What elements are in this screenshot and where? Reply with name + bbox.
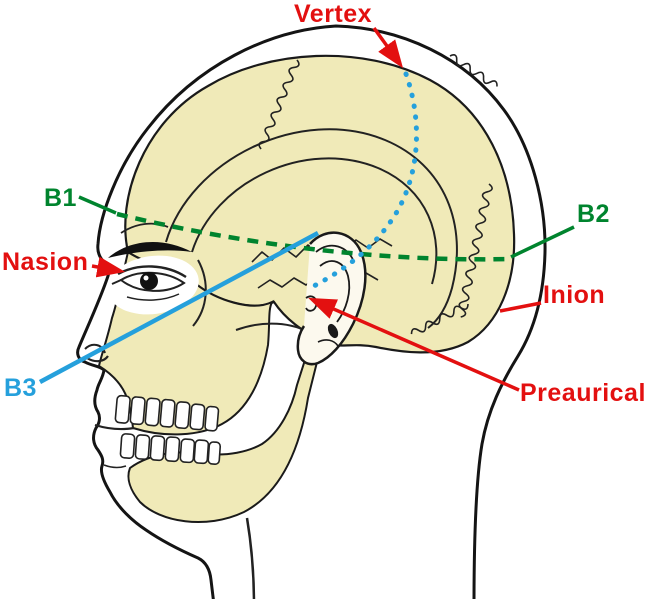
tooth (179, 438, 196, 464)
lower-teeth (119, 433, 222, 465)
occipitomastoid-suture (410, 303, 469, 335)
nostril-wing (84, 343, 106, 354)
lower-eyelid-crease (126, 293, 180, 301)
upper-teeth (114, 394, 220, 432)
tooth (129, 396, 146, 426)
eyebrow (108, 241, 192, 258)
tooth (174, 401, 191, 430)
temporal-line-outer (165, 128, 458, 329)
earlobe-crease (317, 339, 339, 347)
nasion-arrow-line (91, 256, 126, 278)
lambdoid-suture (458, 183, 493, 318)
landmark-lines (38, 26, 575, 392)
b1-leader-line (78, 195, 117, 215)
label-vertex: Vertex (294, 0, 373, 28)
tooth (159, 398, 176, 428)
tooth (149, 435, 166, 462)
vertex-arrow-line (372, 26, 404, 69)
tooth (144, 397, 161, 427)
b2-leader-line (510, 225, 575, 259)
ear-canal (327, 323, 339, 339)
preaurical-leader-line (308, 297, 520, 392)
helix-inner (315, 244, 355, 263)
nostril-slit (86, 355, 109, 363)
b1-b2-dashed-line (116, 211, 509, 262)
tooth (164, 436, 181, 463)
tooth (189, 403, 206, 431)
tooth (119, 433, 136, 459)
iris-highlight (143, 275, 149, 281)
tooth (134, 434, 151, 461)
tooth (207, 441, 222, 465)
tooth (114, 394, 131, 424)
b3-line (38, 231, 320, 384)
chin-crease (103, 464, 127, 469)
vertex-preauricular-dotted-line (305, 71, 419, 292)
eye-corner (111, 279, 122, 285)
tooth (204, 405, 220, 432)
label-b1: B1 (44, 184, 77, 212)
iris (140, 272, 158, 290)
temporal-line-inner (191, 157, 438, 285)
label-preaurical: Preaurical (520, 379, 646, 407)
label-nasion: Nasion (2, 248, 89, 276)
neck-line (245, 517, 256, 599)
coronal-suture (258, 59, 300, 150)
nose-mouth-details (84, 343, 135, 469)
label-inion: Inion (543, 281, 606, 309)
antihelix (319, 260, 351, 323)
inion-leader-line (499, 301, 542, 313)
tooth (193, 439, 210, 465)
label-b3: B3 (4, 374, 37, 402)
sagittal-suture (449, 54, 498, 87)
label-b2: B2 (577, 200, 610, 228)
mouth-line (94, 423, 135, 431)
